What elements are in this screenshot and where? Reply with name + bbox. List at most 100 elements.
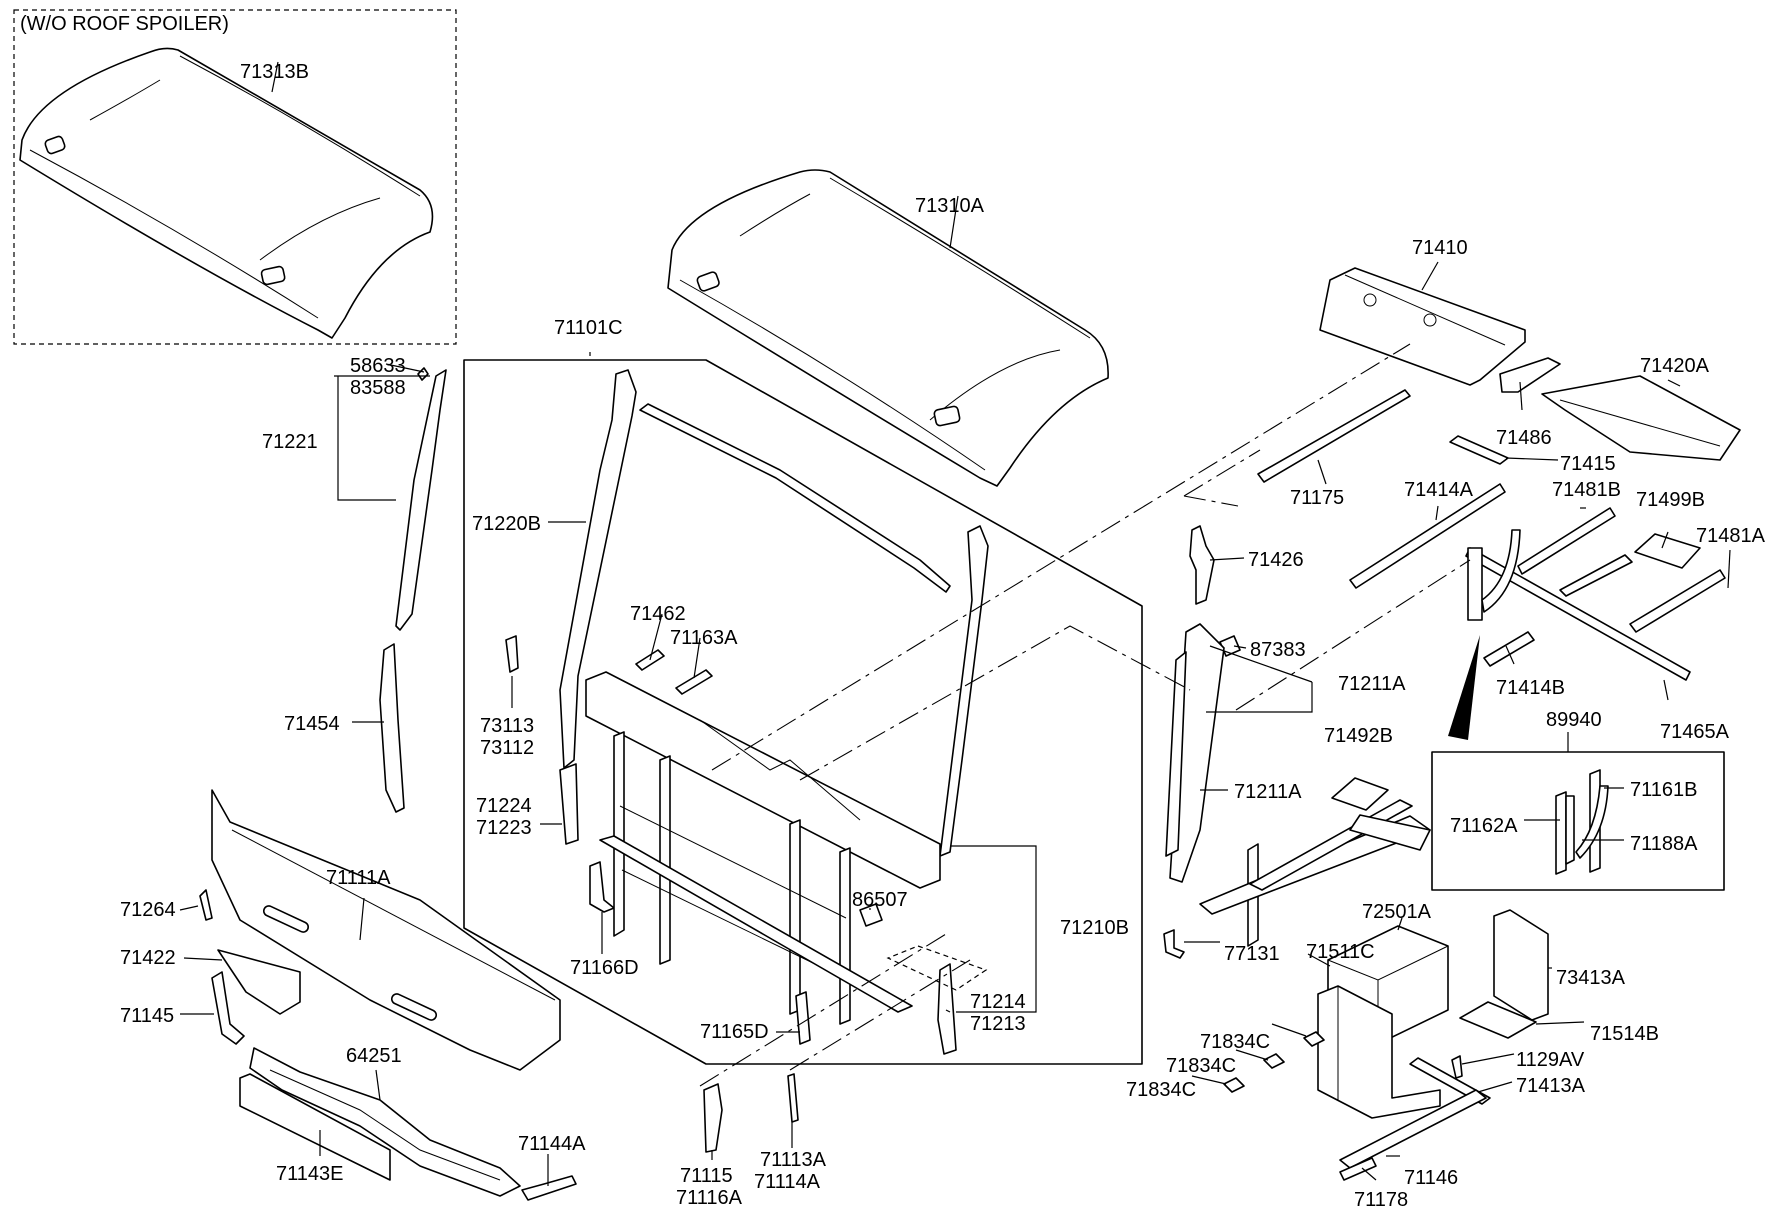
clip-58633	[417, 367, 429, 381]
label-87383: 87383	[1250, 639, 1306, 661]
bracket-71145	[211, 971, 245, 1045]
label-71210B: 71210B	[1060, 917, 1129, 939]
bracket-71426	[1189, 525, 1215, 605]
label-71111A: 71111A	[326, 867, 391, 889]
roof-panel-71310A	[667, 169, 1109, 487]
rail-71178	[1339, 1157, 1377, 1181]
label-71161B: 71161B	[1630, 779, 1697, 801]
clip-71834C-c	[1223, 1077, 1245, 1093]
rail-71221	[395, 369, 447, 631]
rail-71481A	[1629, 569, 1726, 633]
label-71146: 71146	[1404, 1167, 1458, 1189]
detail-box-89940	[1431, 751, 1725, 891]
label-71511C: 71511C	[1306, 941, 1375, 963]
label-71213: 71213	[970, 1013, 1026, 1035]
inset-roof-without-spoiler: (W/O ROOF SPOILER)	[13, 9, 457, 345]
rail-71146	[1339, 1089, 1487, 1169]
label-71143E: 71143E	[276, 1163, 343, 1185]
plate-71514B	[1459, 1001, 1537, 1039]
label-71834C-c: 71834C	[1126, 1079, 1196, 1101]
label-58633: 58633	[350, 355, 406, 377]
label-71264: 71264	[120, 899, 176, 921]
bracket-71486	[1499, 357, 1561, 393]
label-86507: 86507	[852, 889, 908, 911]
label-73413A: 73413A	[1556, 967, 1626, 989]
label-71115: 71115	[680, 1165, 733, 1187]
label-71178: 71178	[1354, 1189, 1408, 1211]
label-71414A: 71414A	[1404, 479, 1474, 501]
label-71426: 71426	[1248, 549, 1304, 571]
label-71211A-a: 71211A	[1338, 673, 1406, 695]
label-71211A-b: 71211A	[1234, 781, 1302, 803]
label-71415: 71415	[1560, 453, 1616, 475]
plate-71492B	[1331, 777, 1389, 811]
pillar-right	[939, 525, 989, 857]
rail-71414A	[1349, 483, 1506, 589]
label-71144A: 71144A	[518, 1133, 586, 1155]
label-71114A: 71114A	[754, 1171, 821, 1193]
rail-71175	[1257, 389, 1411, 483]
header-rail	[639, 403, 951, 593]
label-89940: 89940	[1546, 709, 1602, 731]
label-77131: 77131	[1224, 943, 1280, 965]
rear-panel-71111A	[211, 789, 561, 1071]
inset-caption: (W/O ROOF SPOILER)	[20, 13, 229, 35]
bracket-71166D	[589, 861, 615, 913]
label-71310A: 71310A	[915, 195, 985, 217]
panel-71422	[217, 949, 301, 1015]
label-71188A: 71188A	[1630, 833, 1698, 855]
label-71145: 71145	[120, 1005, 174, 1027]
label-73112: 73112	[480, 737, 534, 759]
label-71486: 71486	[1496, 427, 1552, 449]
bracket-71264	[199, 889, 213, 921]
label-1129AV: 1129AV	[1516, 1049, 1585, 1071]
label-71834C-a: 71834C	[1200, 1031, 1270, 1053]
label-71116A: 71116A	[676, 1187, 743, 1209]
label-71492B: 71492B	[1324, 725, 1393, 747]
label-71422: 71422	[120, 947, 176, 969]
bracket-86507	[859, 903, 883, 927]
label-73113: 73113	[480, 715, 534, 737]
bracket-71511C	[1317, 985, 1441, 1119]
plate-71499B	[1634, 533, 1701, 569]
label-71221: 71221	[262, 431, 318, 453]
roof-panel-71313B	[19, 47, 434, 339]
label-72501A: 72501A	[1362, 901, 1432, 923]
panel-73413A	[1493, 909, 1549, 1021]
part-labels: 71313B 71310A 71410 71420A 71486 71415 7…	[120, 61, 1766, 1211]
callout-arrow	[1448, 635, 1480, 740]
floor-panel-71410	[1319, 267, 1526, 386]
bracket-71144A	[521, 1175, 577, 1201]
label-71101C: 71101C	[554, 317, 623, 339]
label-71514B: 71514B	[1590, 1023, 1659, 1045]
front-frame	[585, 671, 941, 1025]
label-71162A: 71162A	[1450, 815, 1518, 837]
label-83588: 83588	[350, 377, 406, 399]
leader-lines	[179, 61, 1731, 1186]
label-71313B: 71313B	[240, 61, 309, 83]
label-71224: 71224	[476, 795, 532, 817]
crossmember-64251	[249, 1047, 521, 1197]
label-71220B: 71220B	[472, 513, 541, 535]
bracket-71165D	[795, 991, 811, 1045]
label-71465A: 71465A	[1660, 721, 1730, 743]
strip-71163A	[675, 669, 713, 695]
pillar-71454	[379, 643, 405, 813]
label-64251: 64251	[346, 1045, 402, 1067]
rail-71481B	[1517, 507, 1616, 575]
bracket-71113A	[787, 1073, 799, 1123]
label-71499B: 71499B	[1636, 489, 1705, 511]
label-71175: 71175	[1290, 487, 1344, 509]
bracket-71224	[559, 763, 579, 845]
label-71163A: 71163A	[670, 627, 738, 649]
bracket-71414B	[1483, 631, 1535, 667]
label-71410: 71410	[1412, 237, 1468, 259]
pillar-71211A-inner	[1165, 651, 1187, 857]
label-71834C-b: 71834C	[1166, 1055, 1236, 1077]
assembly-boundary-71101C	[463, 359, 1143, 1065]
label-71481B: 71481B	[1552, 479, 1621, 501]
bolt-1129AV	[1451, 1055, 1463, 1079]
label-71420A: 71420A	[1640, 355, 1710, 377]
